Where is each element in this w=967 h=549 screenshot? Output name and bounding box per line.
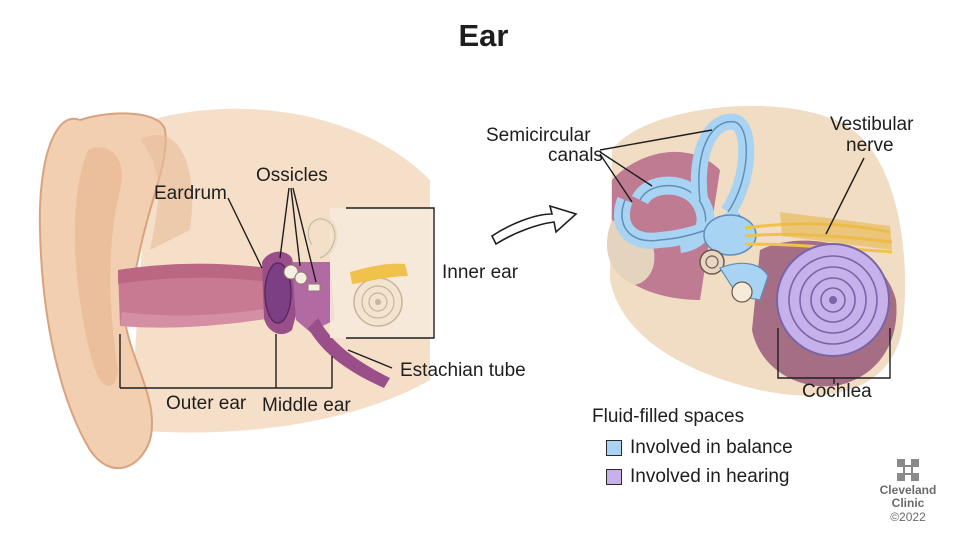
ossicles-label: Ossicles bbox=[256, 165, 328, 186]
ossicle-stapes bbox=[307, 283, 321, 292]
eardrum-membrane bbox=[264, 262, 292, 324]
logo-line2: Clinic bbox=[891, 496, 925, 510]
estachian-tube-label: Estachian tube bbox=[400, 360, 526, 381]
cochlea-label: Cochlea bbox=[802, 381, 872, 402]
copyright: ©2022 bbox=[890, 510, 926, 524]
zoom-arrow bbox=[490, 204, 578, 246]
cleveland-clinic-logo-icon bbox=[897, 459, 919, 481]
middle-ear-label: Middle ear bbox=[262, 395, 351, 416]
cleveland-clinic-logo: Cleveland Clinic ©2022 bbox=[872, 458, 944, 525]
left-leader-lines bbox=[119, 187, 435, 389]
semicircular-canals-label-line2: canals bbox=[548, 145, 603, 166]
legend-item-label: Involved in balance bbox=[630, 437, 793, 458]
inner-ear-label: Inner ear bbox=[442, 262, 519, 283]
vestibular-nerve-label-line1: Vestibular bbox=[830, 114, 914, 135]
legend-title: Fluid-filled spaces bbox=[592, 406, 745, 427]
ossicle-malleus bbox=[283, 264, 299, 280]
diagram-title: Ear bbox=[458, 18, 509, 53]
ear-canal bbox=[118, 263, 272, 328]
outer-ear-label: Outer ear bbox=[166, 393, 247, 414]
middle-ear bbox=[262, 251, 390, 388]
inner-ear-small bbox=[305, 208, 434, 338]
inner-ear-detail bbox=[606, 105, 906, 396]
logo-line1: Cleveland bbox=[879, 483, 937, 497]
hearing-swatch bbox=[606, 469, 622, 485]
right-leader-lines bbox=[599, 129, 891, 384]
ossicle-incus bbox=[294, 271, 308, 285]
eardrum-label: Eardrum bbox=[154, 183, 227, 204]
semicircular-canals-label-line1: Semicircular bbox=[486, 125, 591, 146]
balance-swatch bbox=[606, 440, 622, 456]
legend-item-label: Involved in hearing bbox=[630, 466, 790, 487]
cochlea-spiral bbox=[776, 243, 890, 357]
vestibular-nerve-label-line2: nerve bbox=[846, 135, 894, 156]
